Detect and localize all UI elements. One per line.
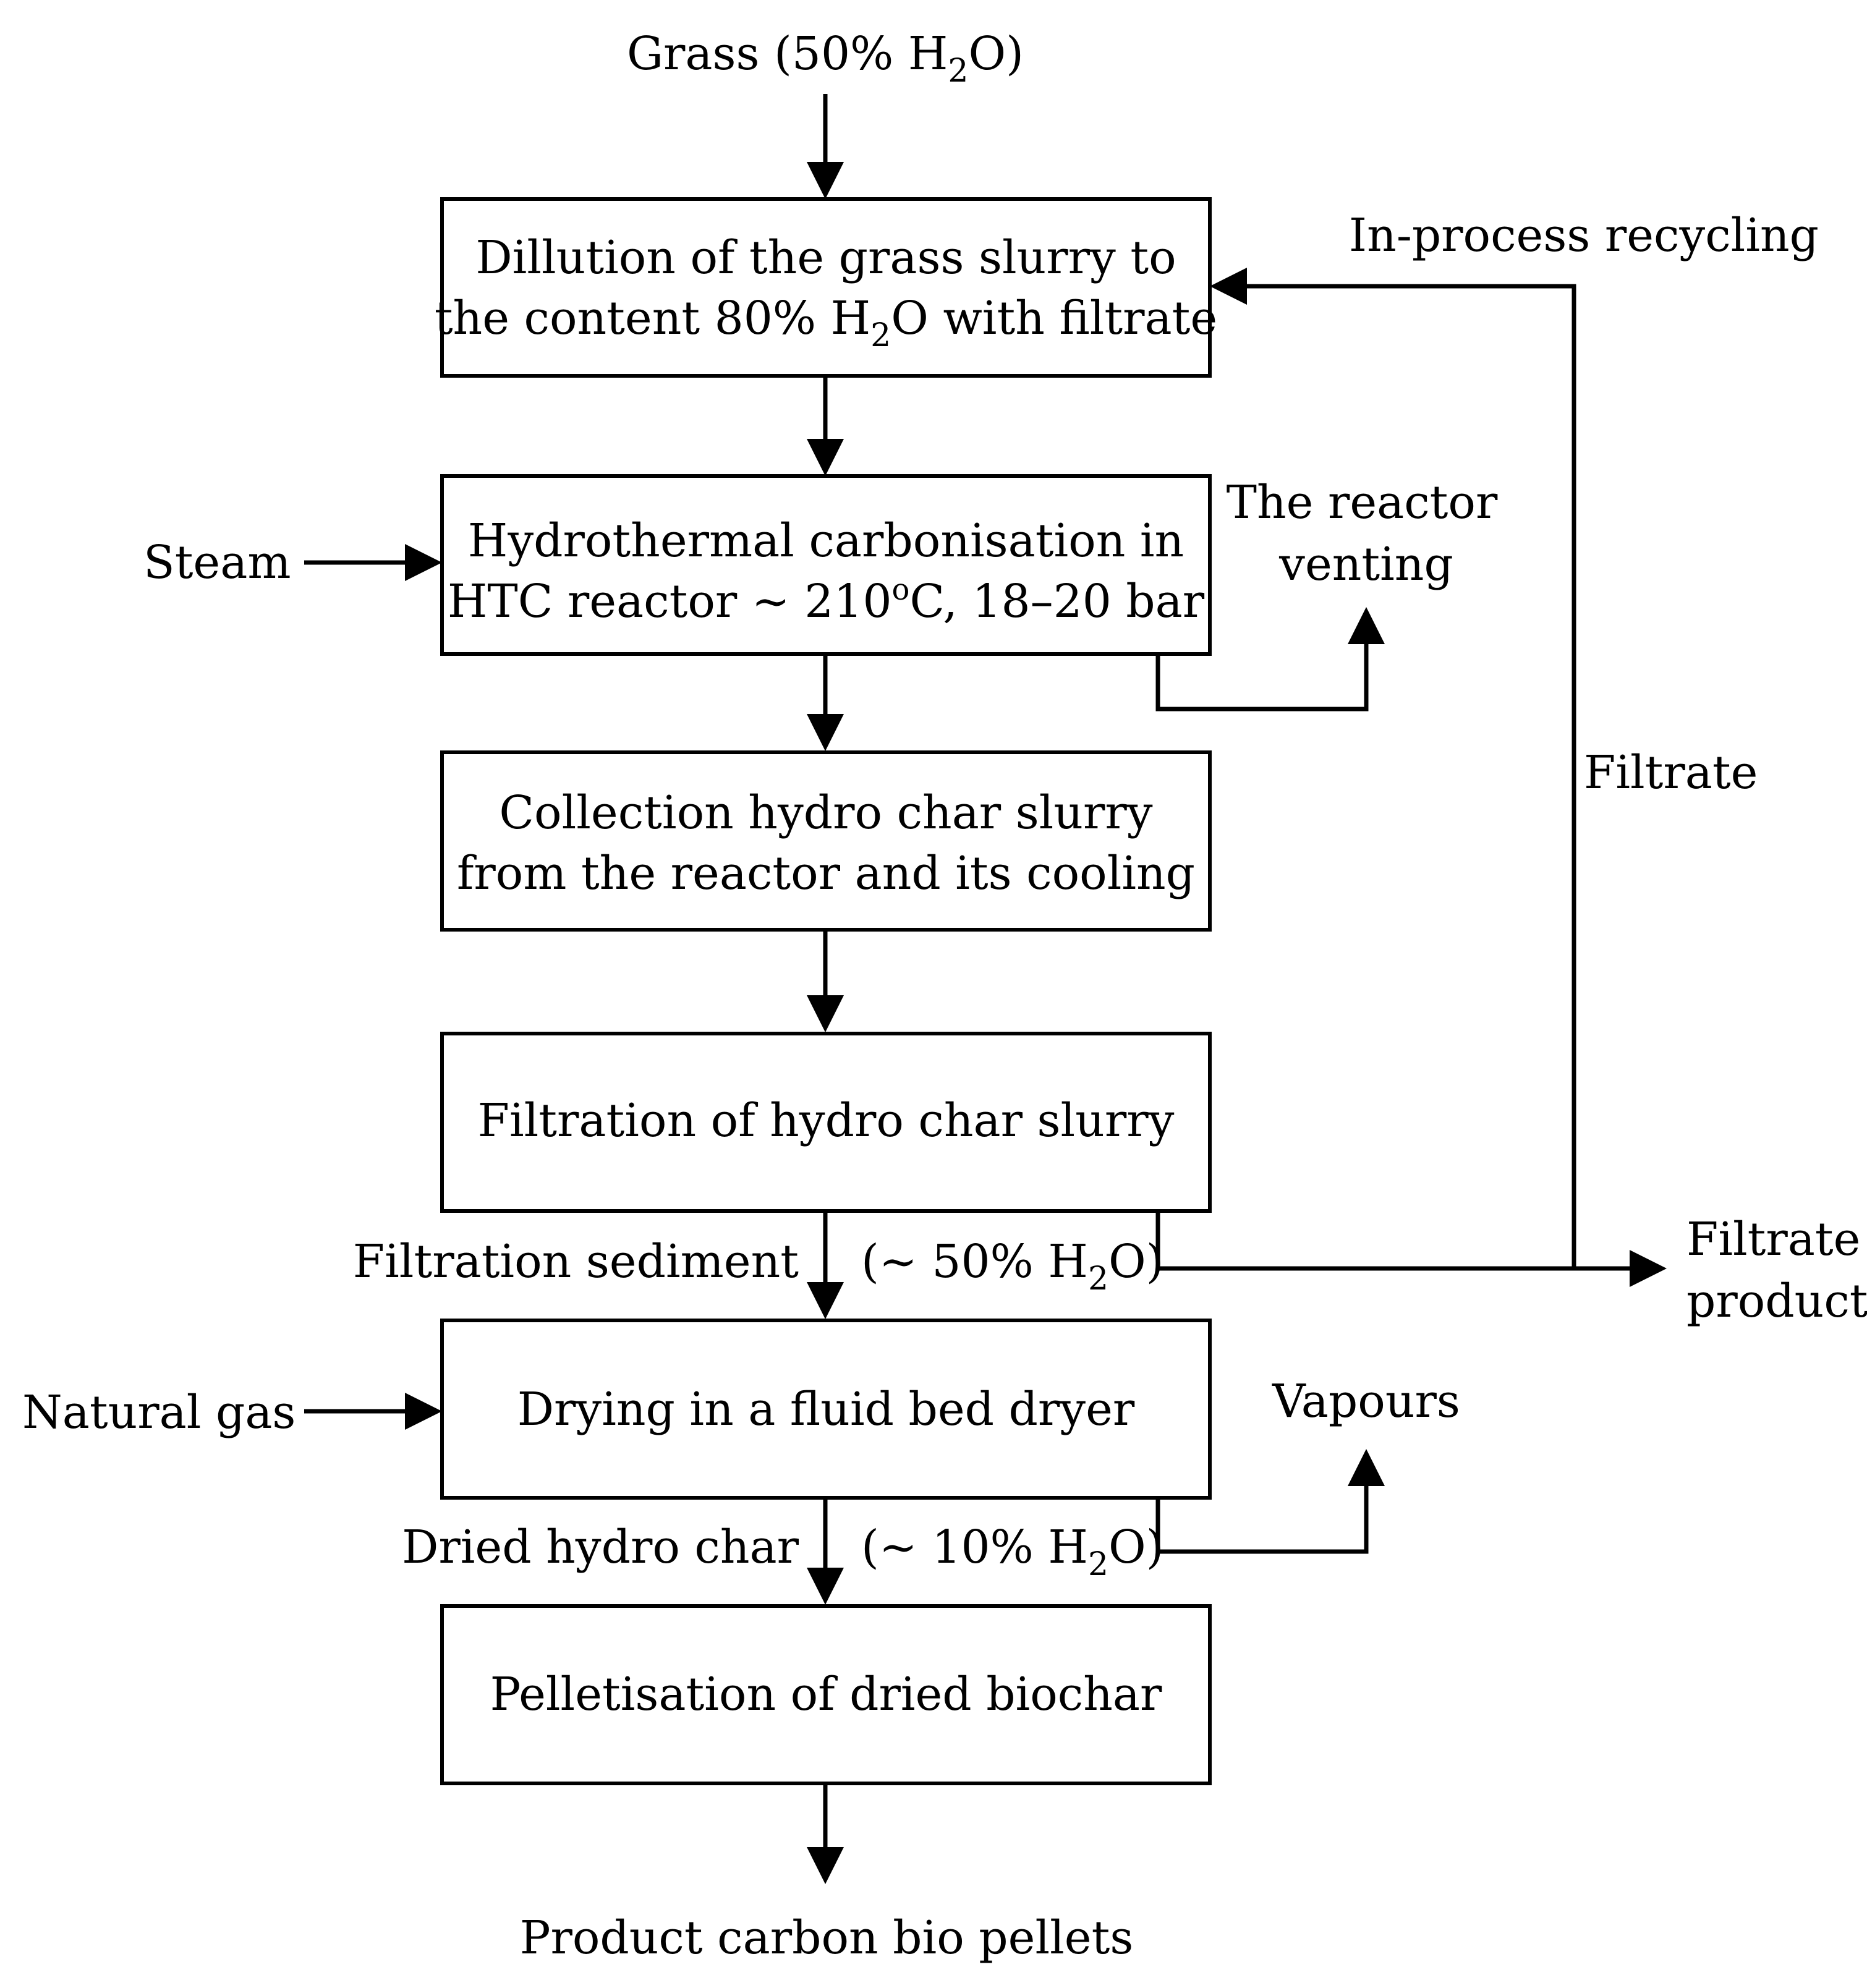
filtrate-output-arrow [1155,1211,1667,1287]
htc-reactor-step-box: Hydrothermal carbonisation in HTC reacto… [440,474,1212,656]
htc-step-line1: Hydrothermal carbonisation in [468,514,1184,567]
pelletisation-step-label: Pelletisation of dried biochar [490,1668,1162,1721]
drying-to-pelletisation-arrow [807,1498,844,1605]
pelletisation-to-output-arrow [807,1783,844,1884]
natural-gas-to-drying-arrow [304,1393,442,1430]
in-process-recycling-label: In-process recycling [1349,209,1819,262]
reactor-venting-label-line1: The reactor [1227,476,1498,529]
drying-step-box: Drying in a fluid bed dryer [440,1319,1212,1500]
vapours-label: Vapours [1272,1375,1460,1428]
pelletisation-step-box: Pelletisation of dried biochar [440,1604,1212,1785]
filtrate-product-label-line1: Filtrate [1686,1213,1860,1266]
dried-hydro-char-label: Dried hydro char [402,1521,799,1574]
filtration-sediment-label: Filtration sediment [353,1235,799,1288]
filtrate-label: Filtrate [1584,746,1758,799]
steam-input-label: Steam [143,536,291,589]
collection-step-box: Collection hydro char slurry from the re… [440,750,1212,932]
htc-step-line2: HTC reactor ~ 210oC, 18–20 bar [448,572,1205,628]
collection-step-line2: from the reactor and its cooling [457,847,1195,900]
dilution-step-box: Dillution of the grass slurry to the con… [435,197,1217,378]
filtration-step-label: Filtration of hydro char slurry [478,1094,1175,1147]
htc-to-collection-arrow [807,654,844,751]
natural-gas-input-label: Natural gas [22,1386,296,1439]
collection-step-line1: Collection hydro char slurry [499,786,1152,839]
vapours-arrow [1155,1449,1385,1554]
product-output-label: Product carbon bio pellets [520,1911,1134,1965]
grass-input-label: Grass (50% H2O) [627,27,1024,90]
filtration-to-drying-arrow [807,1211,844,1319]
drying-step-label: Drying in a fluid bed dryer [517,1383,1135,1436]
filtrate-recycle-arrow [1210,268,1576,1268]
dilution-step-line2: the content 80% H2O with filtrate [435,292,1217,354]
reactor-venting-arrow [1155,607,1385,712]
reactor-venting-label-line2: venting [1278,538,1453,591]
grass-to-dilution-arrow [807,94,844,199]
filtrate-product-label-line2: product [1686,1275,1867,1328]
collection-to-filtration-arrow [807,930,844,1032]
dilution-to-htc-arrow [807,376,844,476]
filtration-sediment-water-label: (~ 50% H2O) [861,1235,1164,1298]
dilution-step-line1: Dillution of the grass slurry to [475,231,1176,284]
filtration-step-box: Filtration of hydro char slurry [440,1032,1212,1213]
dried-hydro-char-water-label: (~ 10% H2O) [861,1521,1164,1583]
steam-to-htc-arrow [304,544,442,581]
